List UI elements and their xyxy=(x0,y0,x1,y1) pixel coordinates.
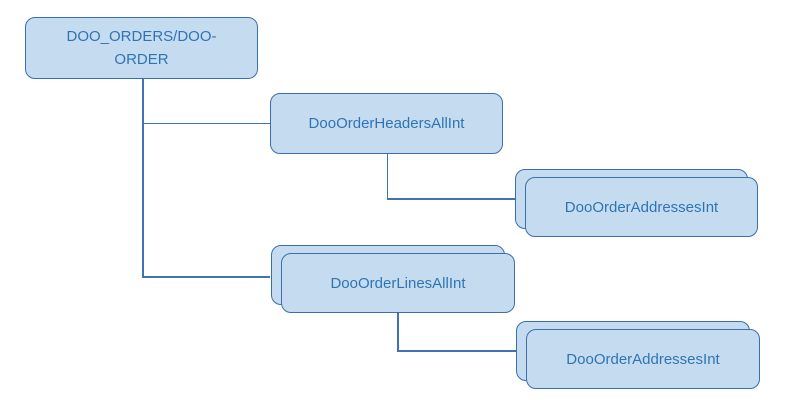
connector-headers-elbow-vertical xyxy=(386,154,388,199)
connector-headers-to-addresses xyxy=(386,198,517,200)
node-label: DooOrderLinesAllInt xyxy=(330,274,466,292)
connector-root-trunk-vertical xyxy=(142,79,144,278)
node-label: DooOrderAddressesInt xyxy=(564,198,719,216)
node-label: DooOrderHeadersAllInt xyxy=(308,115,465,132)
node-label: DooOrderAddressesInt xyxy=(566,350,720,368)
stack-front-card: DooOrderAddressesInt xyxy=(526,329,760,389)
connector-lines-elbow-vertical xyxy=(397,313,399,351)
node-doo-order-lines[interactable]: DooOrderLinesAllInt xyxy=(271,245,515,313)
node-doo-order-addresses-header[interactable]: DooOrderAddressesInt xyxy=(515,169,758,237)
connector-root-to-lines xyxy=(142,276,270,278)
node-doo-order-headers[interactable]: DooOrderHeadersAllInt xyxy=(270,93,503,154)
connector-lines-to-addresses xyxy=(397,350,518,352)
node-label: DOO_ORDERS/DOO-ORDER xyxy=(66,28,217,68)
node-doo-orders-root[interactable]: DOO_ORDERS/DOO-ORDER xyxy=(25,17,258,79)
node-doo-order-addresses-line[interactable]: DooOrderAddressesInt xyxy=(516,321,760,389)
stack-front-card: DooOrderAddressesInt xyxy=(525,177,758,237)
connector-root-to-headers xyxy=(142,122,270,124)
stack-front-card: DooOrderLinesAllInt xyxy=(281,253,515,313)
